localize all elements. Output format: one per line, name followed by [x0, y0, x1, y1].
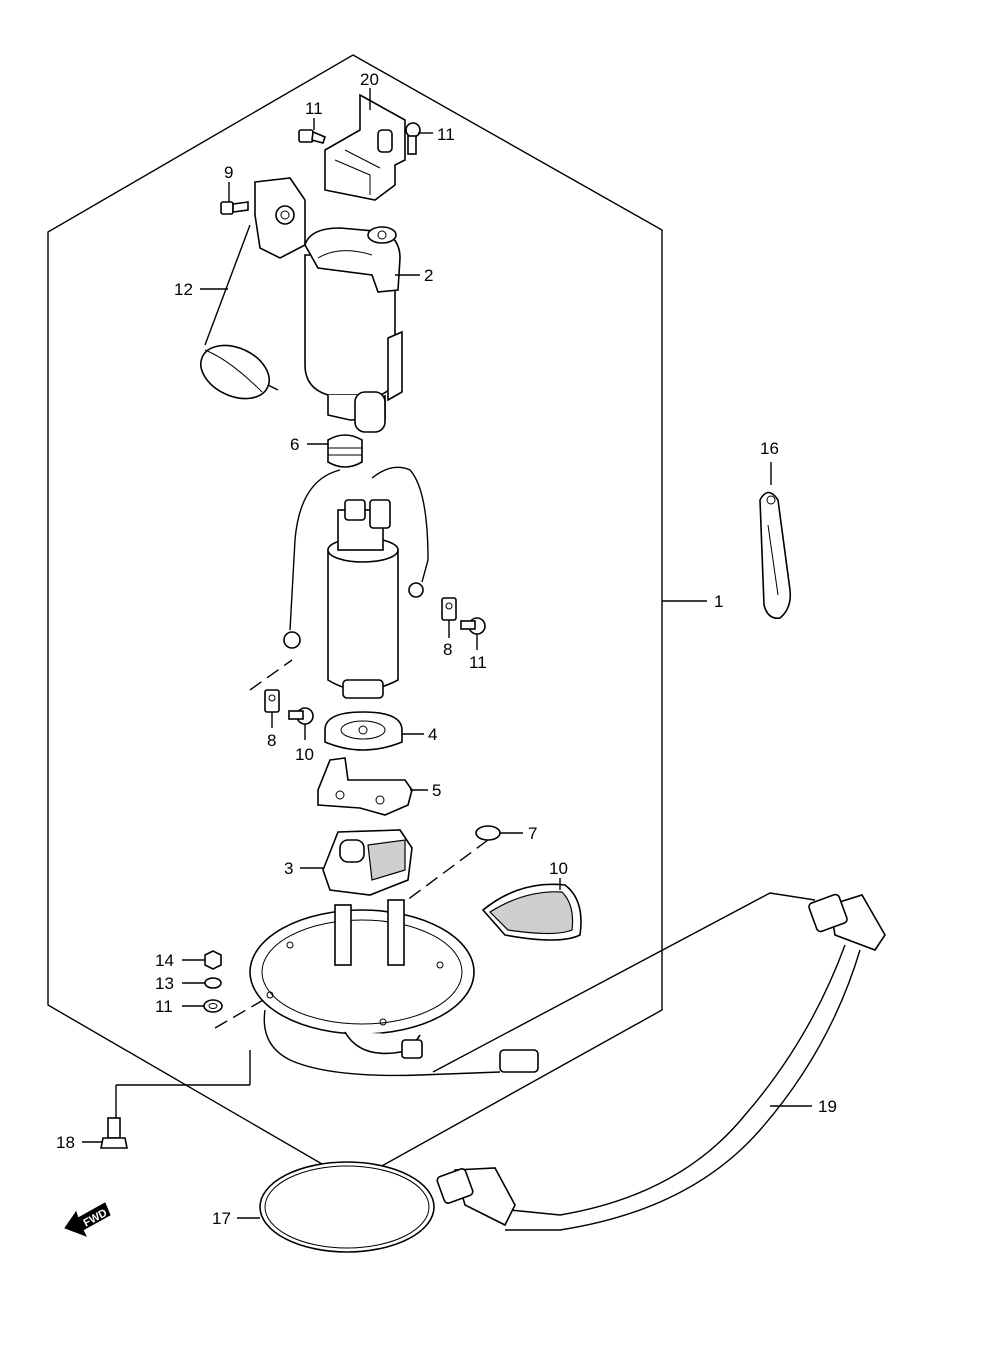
callout-17: 17	[212, 1209, 231, 1228]
callout-8-right: 8	[443, 640, 452, 659]
hose-leader-line	[432, 892, 816, 1073]
part-3-regulator	[322, 829, 413, 896]
part-10-filter-pad	[481, 883, 582, 941]
screw-11-top-left	[298, 129, 326, 144]
callout-11-right: 11	[469, 653, 487, 672]
callout-4: 4	[428, 725, 437, 744]
fuel-pump-motor	[283, 466, 429, 699]
part-5-bracket	[317, 757, 413, 816]
callout-15: 20	[360, 70, 379, 89]
callout-13: 13	[155, 974, 174, 993]
part-18-bolt	[100, 1050, 251, 1149]
part-16-level-sender	[200, 177, 306, 400]
pump-base-flange	[249, 899, 539, 1077]
callout-1: 1	[714, 592, 723, 611]
part-4-pump-holder	[324, 711, 403, 751]
connector-dash-clip	[249, 659, 293, 691]
callout-8-left: 8	[267, 731, 276, 750]
callout-11-top-left: 11	[305, 99, 323, 118]
callout-11-left: 10	[295, 745, 314, 764]
screw-11-right	[460, 617, 486, 635]
part-6-grommet	[327, 434, 363, 468]
callout-2: 2	[424, 266, 433, 285]
fwd-arrow-icon: FWD	[64, 1202, 111, 1237]
part-20-clamp	[759, 491, 792, 620]
part-17-gasket	[259, 1161, 435, 1253]
part-19-fuel-hose	[436, 893, 886, 1231]
callout-18: 18	[56, 1133, 75, 1152]
callout-5: 5	[432, 781, 441, 800]
leader-lines	[82, 88, 812, 1219]
callout-12: 11	[155, 997, 173, 1016]
part-2-filter-housing	[304, 226, 403, 433]
screw-11-top-right	[405, 122, 421, 155]
callout-19: 19	[818, 1097, 837, 1116]
callout-11-top-right: 11	[437, 125, 455, 144]
screw-11-left	[288, 707, 314, 725]
part-8-clip-right	[441, 597, 457, 621]
callout-3: 3	[284, 859, 293, 878]
part-12-lock-washer	[203, 999, 223, 1013]
part-17-gasket-inner	[264, 1165, 430, 1249]
callout-14: 14	[155, 951, 174, 970]
part-8-clip-left	[264, 689, 280, 713]
part-9-screw	[220, 201, 249, 215]
callout-16: 12	[174, 280, 193, 299]
fwd-label: FWD	[81, 1207, 109, 1229]
callout-20: 16	[760, 439, 779, 458]
callout-6: 6	[290, 435, 299, 454]
callout-9: 9	[224, 163, 233, 182]
part-7-washer	[475, 825, 501, 841]
callout-10: 10	[549, 859, 568, 878]
part-13-washer	[204, 977, 222, 989]
part-14-nut	[204, 950, 222, 970]
part-15-bracket	[324, 93, 406, 201]
callout-7: 7	[528, 824, 537, 843]
